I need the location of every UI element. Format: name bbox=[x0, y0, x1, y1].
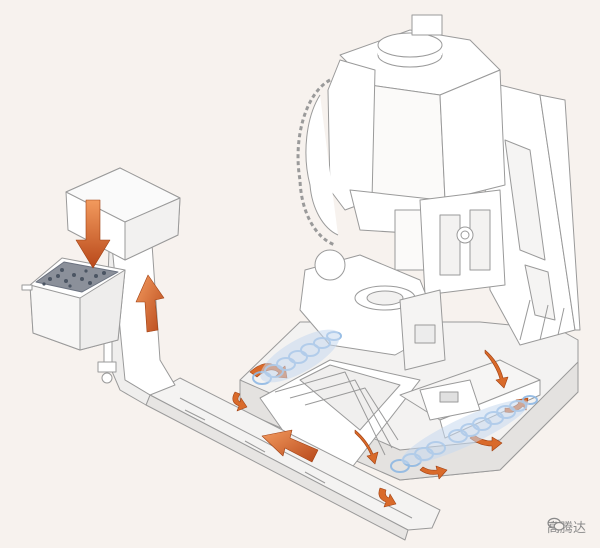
watermark: 高腾达 bbox=[547, 517, 586, 536]
up-arrow-icon bbox=[135, 274, 165, 333]
flow-arrows bbox=[75, 199, 529, 508]
curve-arrow-icon bbox=[354, 429, 379, 465]
wechat-icon bbox=[547, 517, 565, 531]
chip-conveyor bbox=[65, 167, 441, 541]
left-arrow-icon bbox=[261, 429, 319, 463]
spindle-head bbox=[296, 14, 506, 296]
curve-arrow-icon bbox=[419, 465, 448, 480]
curve-arrow-icon bbox=[484, 349, 509, 389]
chip-bin bbox=[21, 257, 126, 351]
rotary-table bbox=[299, 249, 481, 421]
curve-arrow-icon bbox=[378, 487, 397, 508]
down-arrow-icon bbox=[75, 199, 111, 269]
curve-arrow-icon bbox=[232, 391, 248, 412]
